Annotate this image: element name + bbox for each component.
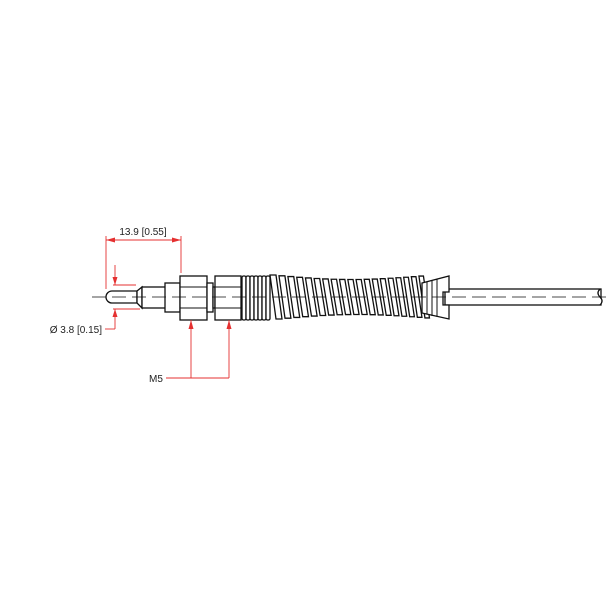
nut-spacer — [206, 282, 214, 313]
probe-cone — [136, 285, 143, 310]
diameter-dimension: Ø 3.8 [0.15] — [50, 265, 140, 336]
thread-callout-label: M5 — [149, 374, 163, 385]
strain-relief-flare — [421, 275, 450, 320]
spring-coil — [321, 278, 335, 316]
probe-body — [141, 286, 167, 309]
diameter-dimension-label: Ø 3.8 [0.15] — [50, 325, 102, 336]
spring-coil — [402, 276, 416, 318]
strain-relief-spring — [241, 274, 431, 321]
thread-callout: M5 — [149, 320, 232, 385]
length-dimension: 13.9 [0.55] — [105, 227, 182, 289]
length-dimension-label: 13.9 [0.55] — [119, 227, 166, 238]
spring-coil — [304, 277, 318, 317]
hex-nut-2 — [214, 275, 242, 321]
hex-nut-1 — [179, 275, 208, 321]
spring-rib — [265, 275, 271, 321]
spring-coil — [363, 278, 377, 316]
flare-ribs — [426, 279, 438, 317]
nut-step — [164, 282, 181, 313]
